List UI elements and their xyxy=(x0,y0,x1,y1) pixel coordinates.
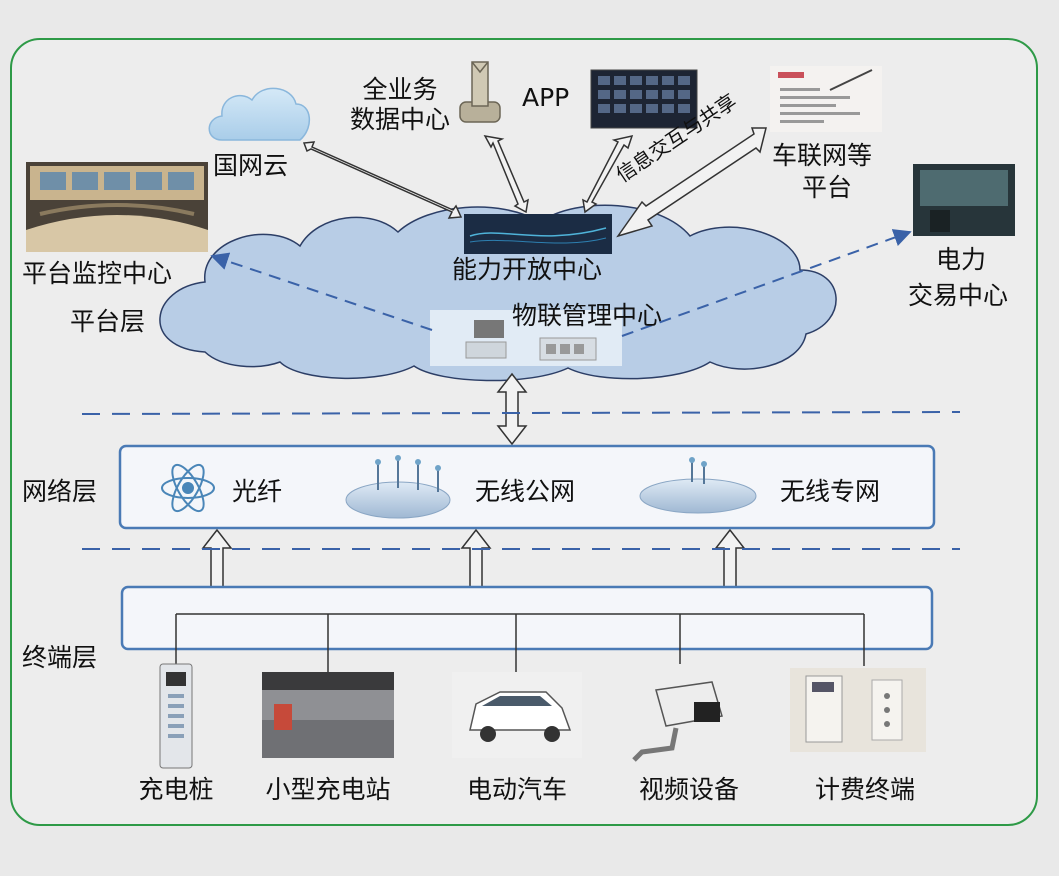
network-layer-label: 网络层 xyxy=(22,477,98,506)
arrow-app-to-capability xyxy=(582,134,634,214)
platform-cloud xyxy=(159,204,837,382)
platform-layer-label: 平台层 xyxy=(70,307,146,336)
monitoring-center-photo xyxy=(26,162,208,252)
trading-center-label-line1: 电力 xyxy=(936,245,987,274)
arrow-cloud-to-capability xyxy=(302,141,463,219)
capability-center-screen xyxy=(464,214,612,254)
billing-terminal-image xyxy=(790,668,926,752)
electric-car-image xyxy=(452,672,582,758)
platform-monitor-label: 平台监控中心 xyxy=(22,259,173,288)
arrow-datacenter-to-capability xyxy=(483,134,529,214)
info-exchange-arrow xyxy=(616,127,767,238)
double-arrows xyxy=(201,127,767,612)
separator-platform-network xyxy=(81,411,961,415)
wireless-public-network-icon xyxy=(345,455,451,519)
database-tower-icon xyxy=(459,61,501,123)
network-item-wireless-private: 无线专网 xyxy=(780,477,881,506)
charging-pile-image xyxy=(159,663,193,769)
video-camera-image xyxy=(632,681,723,762)
terminal-bus xyxy=(175,613,865,672)
app-screen-icon xyxy=(590,69,698,129)
terminal-electric-car: 电动汽车 xyxy=(466,775,567,804)
trading-center-photo xyxy=(913,164,1015,236)
data-center-label-line1: 全业务 xyxy=(362,75,438,104)
app-label: APP xyxy=(522,83,570,112)
fiber-atom-icon xyxy=(161,463,215,513)
capability-center-label: 能力开放中心 xyxy=(452,255,603,284)
arrow-cloud-to-network xyxy=(496,372,528,446)
dashed-arrow-to-trading xyxy=(621,229,912,337)
iot-center-label: 物联管理中心 xyxy=(512,301,663,330)
wireless-private-network-icon xyxy=(639,457,757,514)
vehicle-platform-label-line1: 车联网等 xyxy=(772,141,873,170)
network-item-fiber: 光纤 xyxy=(232,477,283,506)
terminal-small-station: 小型充电站 xyxy=(265,775,391,804)
small-charging-station-image xyxy=(262,672,394,758)
guowang-cloud-icon xyxy=(208,87,310,141)
terminal-charging-pile: 充电桩 xyxy=(138,775,214,804)
trading-center-label-line2: 交易中心 xyxy=(908,281,1009,310)
data-center-label-line2: 数据中心 xyxy=(349,105,450,134)
guowang-cloud-label: 国网云 xyxy=(213,151,289,180)
network-item-wireless-public: 无线公网 xyxy=(475,477,576,506)
iot-center-panel xyxy=(430,310,622,366)
terminal-billing: 计费终端 xyxy=(814,775,915,804)
vehicle-platform-image xyxy=(770,66,882,132)
vehicle-platform-label-line2: 平台 xyxy=(802,173,853,202)
terminal-video-device: 视频设备 xyxy=(638,775,739,804)
terminal-layer-label: 终端层 xyxy=(22,643,98,672)
terminal-layer-box xyxy=(120,585,934,651)
